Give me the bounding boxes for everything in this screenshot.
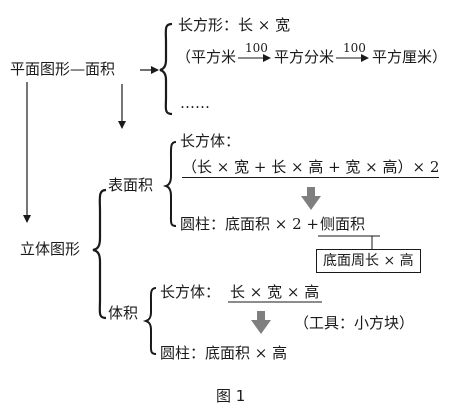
rate-label-1: 100 xyxy=(245,41,268,55)
ellipsis: …… xyxy=(180,94,210,112)
grey-arrow-volume xyxy=(251,311,271,334)
side-area-formula-box: 底面周长 × 高 xyxy=(316,249,421,273)
volume-cylinder-formula: 圆柱：底面积 × 高 xyxy=(160,344,288,362)
volume-tool-note: （工具：小方块） xyxy=(294,314,415,332)
units-open: （平方米 xyxy=(176,48,237,66)
brace-volume xyxy=(142,287,157,355)
volume-title: 体积 xyxy=(108,304,139,322)
rect-formula: 长方形：长 × 宽 xyxy=(178,16,291,34)
grey-arrow-surface xyxy=(301,187,321,210)
unit-mid: 平方分米 xyxy=(274,48,335,66)
brace-surface xyxy=(162,141,177,227)
brace-plane xyxy=(159,22,173,116)
plane-area-title: 平面图形—面积 xyxy=(10,60,116,78)
surface-cylinder-side: 侧面积 xyxy=(320,215,366,233)
units-close: 平方厘米） xyxy=(372,48,448,66)
rate-label-2: 100 xyxy=(343,41,366,55)
volume-cuboid-label: 长方体： xyxy=(160,283,221,301)
surface-area-title: 表面积 xyxy=(108,176,154,194)
surface-cuboid-label: 长方体： xyxy=(180,132,241,150)
surface-cuboid-formula: （长 × 宽 + 长 × 高 + 宽 × 高）× 2 xyxy=(182,158,440,178)
figure-caption: 图 1 xyxy=(216,387,246,405)
solid-title: 立体图形 xyxy=(20,240,81,258)
surface-cylinder-label: 圆柱：底面积 × 2 + xyxy=(180,215,319,233)
volume-cuboid-formula: 长 × 宽 × 高 xyxy=(230,283,320,301)
brace-solid xyxy=(92,188,107,320)
